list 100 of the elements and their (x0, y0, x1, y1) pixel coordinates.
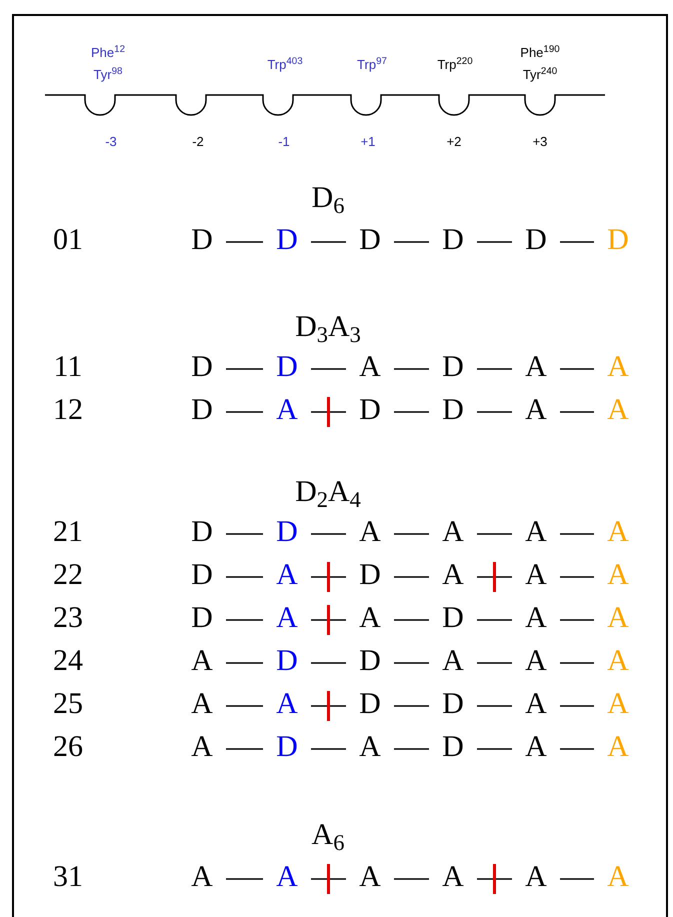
sugar-letter: D (359, 395, 381, 425)
sugar-letter: A (276, 862, 298, 892)
bond-dash (330, 619, 346, 621)
sugar-letter: A (607, 732, 629, 762)
sugar-letter: D (276, 352, 298, 382)
bond-dash (311, 619, 327, 621)
bond-dash (477, 533, 512, 535)
bond-dash (560, 533, 594, 535)
bond-dash (560, 748, 594, 750)
row-number: 22 (53, 560, 83, 590)
bond-dash (311, 368, 346, 370)
bond-dash (394, 705, 429, 707)
sugar-letter: A (359, 352, 381, 382)
sugar-letter: A (525, 560, 547, 590)
sugar-letter: D (276, 517, 298, 547)
sugar-letter: A (607, 603, 629, 633)
cleavage-mark (493, 864, 496, 894)
bond-dash (311, 576, 327, 578)
bond-dash (560, 411, 594, 413)
bond-dash (394, 533, 429, 535)
bond-dash (477, 241, 512, 243)
sugar-letter: D (359, 646, 381, 676)
row-number: 11 (54, 352, 82, 382)
sugar-letter: A (525, 732, 547, 762)
bond-dash (560, 662, 594, 664)
residue-label: Trp$^{97}$ (357, 58, 387, 70)
sugar-letter: A (191, 689, 213, 719)
row-number: 26 (53, 732, 83, 762)
bond-dash (560, 368, 594, 370)
bond-dash (394, 662, 429, 664)
row-number: 21 (53, 517, 83, 547)
sugar-letter: A (359, 862, 381, 892)
sugar-letter: D (442, 732, 464, 762)
residue-label: Phe$^{12}$ (91, 46, 125, 58)
bond-dash (330, 576, 346, 578)
bond-dash (477, 878, 493, 880)
bond-dash (394, 748, 429, 750)
subsite-number: -3 (105, 134, 117, 148)
cleavage-mark (327, 864, 330, 894)
residue-label: Trp$^{220}$ (437, 58, 473, 70)
group-heading: A$_{6}$ (312, 820, 344, 850)
sugar-letter: A (191, 862, 213, 892)
bond-dash (226, 576, 263, 578)
bond-dash (560, 619, 594, 621)
sugar-letter: D (191, 560, 213, 590)
sugar-letter: A (442, 862, 464, 892)
bond-dash (330, 705, 346, 707)
row-number: 01 (53, 225, 83, 255)
bond-dash (477, 411, 512, 413)
sugar-letter: D (191, 352, 213, 382)
bond-dash (226, 411, 263, 413)
bond-dash (311, 878, 327, 880)
sugar-letter: A (191, 646, 213, 676)
sugar-letter: A (525, 603, 547, 633)
sugar-letter: D (191, 603, 213, 633)
group-heading: D$_{2}$A$_{4}$ (295, 477, 361, 507)
bond-dash (394, 241, 429, 243)
subsite-number: -2 (192, 134, 204, 148)
sugar-letter: A (442, 517, 464, 547)
bond-dash (394, 368, 429, 370)
bond-dash (226, 748, 263, 750)
cleavage-mark (327, 605, 330, 635)
bond-dash (496, 576, 512, 578)
sugar-letter: A (525, 517, 547, 547)
sugar-letter: A (276, 603, 298, 633)
bond-dash (560, 705, 594, 707)
sugar-letter: A (276, 689, 298, 719)
sugar-letter: A (525, 862, 547, 892)
residue-label: Tyr$^{98}$ (94, 68, 122, 80)
bond-dash (226, 533, 263, 535)
bond-dash (394, 411, 429, 413)
sugar-letter: A (359, 603, 381, 633)
bond-dash (311, 748, 346, 750)
bond-dash (311, 533, 346, 535)
bond-dash (560, 878, 594, 880)
sugar-letter: D (191, 395, 213, 425)
bond-dash (394, 619, 429, 621)
sugar-letter: D (525, 225, 547, 255)
sugar-letter: A (607, 352, 629, 382)
sugar-letter: D (276, 732, 298, 762)
bond-dash (477, 368, 512, 370)
bond-dash (477, 619, 512, 621)
sugar-letter: D (442, 689, 464, 719)
row-number: 23 (53, 603, 83, 633)
row-number: 25 (53, 689, 83, 719)
sugar-letter: A (607, 862, 629, 892)
sugar-letter: A (359, 732, 381, 762)
bond-dash (330, 878, 346, 880)
cleavage-mark (327, 397, 330, 427)
bond-dash (330, 411, 346, 413)
bond-dash (311, 662, 346, 664)
subsite-number: +3 (532, 134, 548, 148)
row-number: 31 (53, 862, 83, 892)
cleavage-mark (327, 562, 330, 592)
cleavage-mark (327, 691, 330, 721)
sugar-letter: A (607, 689, 629, 719)
sugar-letter: D (191, 225, 213, 255)
sugar-letter: D (191, 517, 213, 547)
sugar-letter: A (276, 560, 298, 590)
sugar-letter: D (607, 225, 629, 255)
